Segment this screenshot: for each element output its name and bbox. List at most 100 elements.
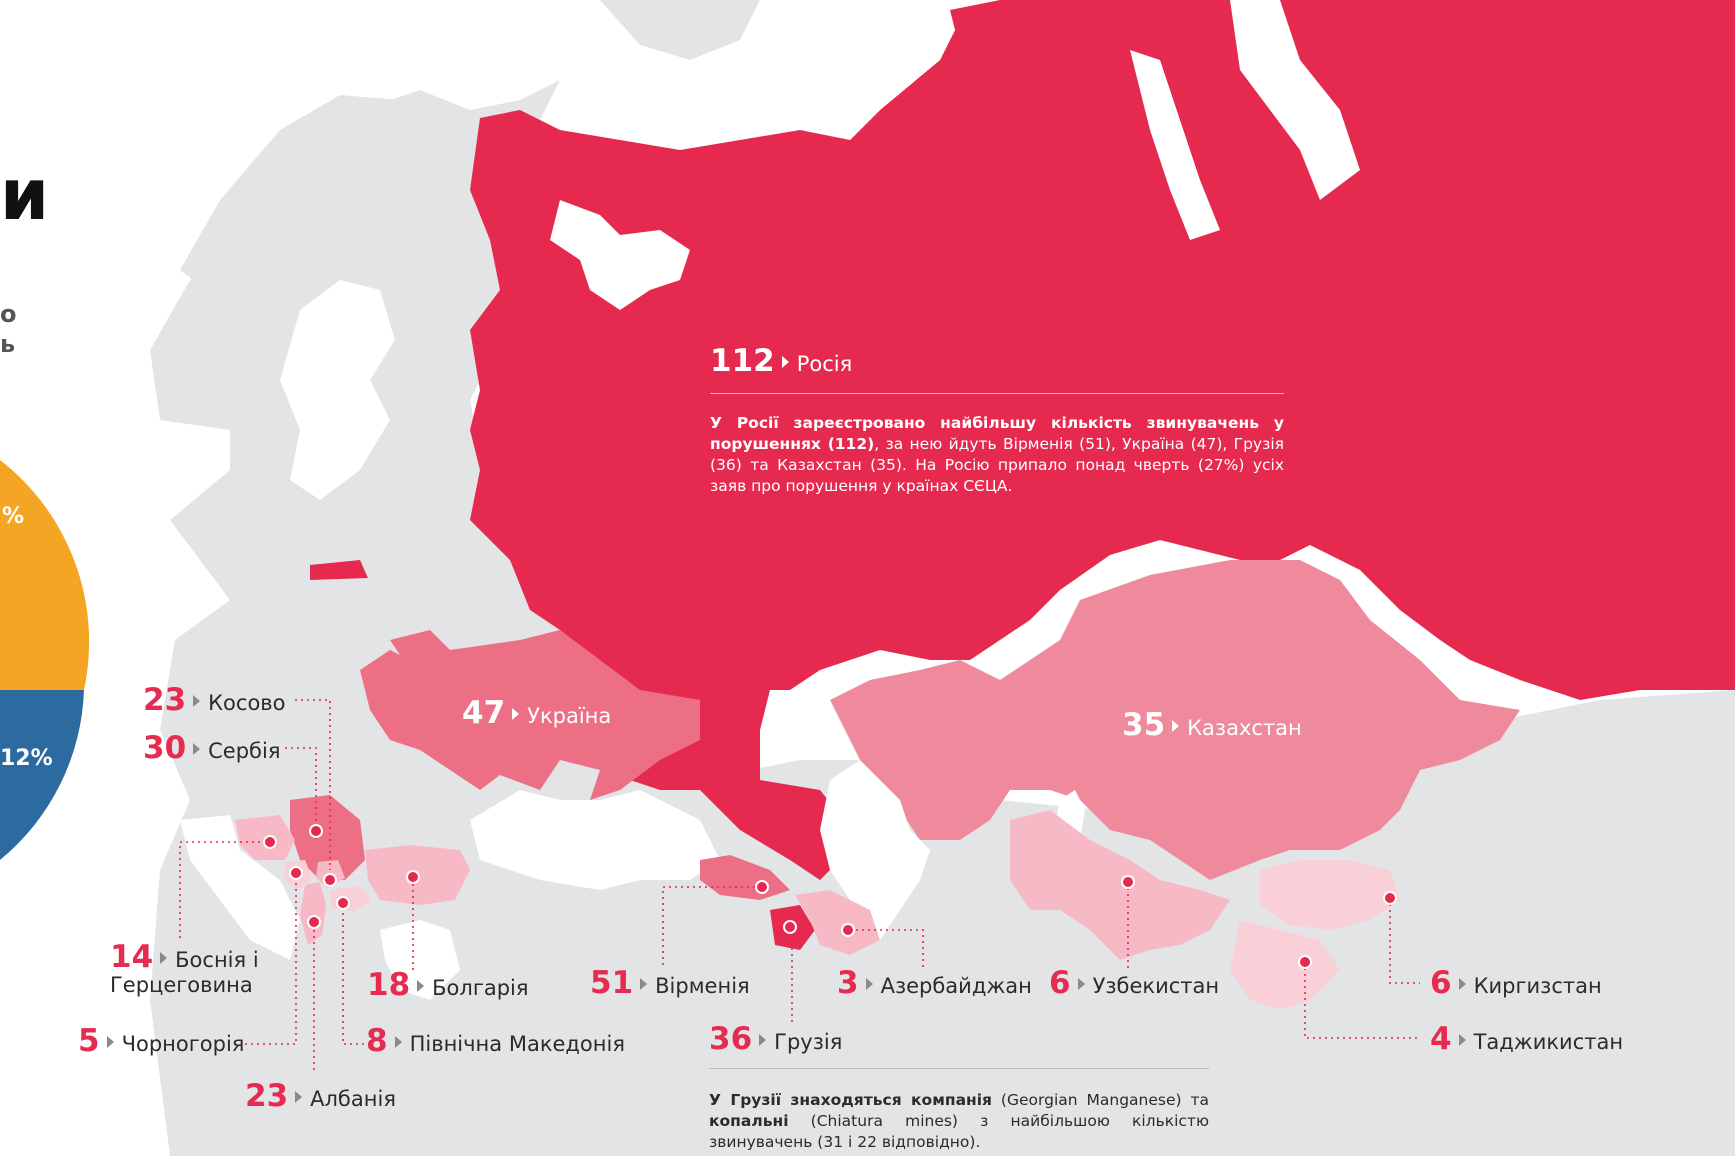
bulgaria-name: Болгарія xyxy=(432,976,529,1000)
georgia-name: Грузія xyxy=(774,1030,843,1054)
albania-name: Албанія xyxy=(310,1087,396,1111)
uzbekistan-name: Узбекистан xyxy=(1092,974,1220,998)
serbia-name: Сербія xyxy=(208,739,281,763)
leader-armenia xyxy=(662,886,760,965)
label-bulgaria: 18 Болгарія xyxy=(367,970,529,1001)
dot-bulgaria xyxy=(406,870,420,884)
label-armenia: 51 Вірменія xyxy=(590,968,750,999)
country-ukraine xyxy=(360,630,700,800)
pie-chart xyxy=(0,460,90,860)
leader-tajikistan xyxy=(1304,962,1420,1039)
country-russia xyxy=(470,0,1735,880)
black-sea xyxy=(470,790,720,890)
panel-title-fragment: и xyxy=(0,154,50,236)
armenia-name: Вірменія xyxy=(655,974,750,998)
triangle-icon xyxy=(160,952,168,964)
label-montenegro: 5 Чорногорія xyxy=(78,1026,244,1057)
label-ukraine: 47 Україна xyxy=(462,698,611,729)
triangle-icon xyxy=(1458,978,1466,990)
dot-macedonia xyxy=(336,896,350,910)
montenegro-count: 5 xyxy=(78,1023,100,1059)
russia-note: У Росії зареєстровано найбільшу кількіст… xyxy=(710,413,1284,497)
label-georgia: 36 Грузія xyxy=(709,1024,842,1055)
triangle-icon xyxy=(295,1091,303,1103)
caspian-sea xyxy=(820,760,930,940)
dot-albania xyxy=(307,915,321,929)
dot-azerbaijan xyxy=(841,923,855,937)
label-russia: 112 Росія xyxy=(710,346,852,377)
ukraine-count: 47 xyxy=(462,695,506,731)
adriatic-sea xyxy=(180,815,300,960)
label-azerbaijan: 3 Азербайджан xyxy=(837,968,1032,999)
dot-bosnia xyxy=(263,835,277,849)
albania-count: 23 xyxy=(245,1078,289,1114)
label-kyrgyzstan: 6 Киргизстан xyxy=(1430,968,1602,999)
triangle-icon xyxy=(1172,720,1180,732)
gulf-ob xyxy=(1130,50,1220,240)
white-sea xyxy=(550,200,690,310)
label-serbia: 30 Сербія xyxy=(143,733,280,764)
land-scandinavia xyxy=(180,95,440,440)
georgia-note-bold-1: У Грузії знаходяться компанія xyxy=(709,1091,993,1109)
leader-bosnia xyxy=(179,841,270,938)
leader-azerbaijan xyxy=(850,929,924,970)
kyrgyzstan-name: Киргизстан xyxy=(1473,974,1602,998)
baltic-sea xyxy=(280,280,395,500)
pie-label-orange: % xyxy=(2,504,25,529)
leader-montenegro xyxy=(245,875,297,1045)
dot-kosovo xyxy=(323,873,337,887)
triangle-icon xyxy=(417,980,425,992)
panel-subtitle-line2: ь xyxy=(0,330,16,358)
georgia-count: 36 xyxy=(709,1021,753,1057)
arctic-island xyxy=(950,0,1030,60)
bosnia-name-line1: Боснія і xyxy=(175,948,259,972)
georgia-note-rest-2: (Chiatura mines) з найбільшою кількістю … xyxy=(709,1111,1209,1151)
dot-tajikistan xyxy=(1298,955,1312,969)
pie-label-blue: 12% xyxy=(0,746,53,771)
kosovo-count: 23 xyxy=(143,682,187,718)
georgia-separator xyxy=(709,1068,1209,1069)
dot-kyrgyzstan xyxy=(1383,891,1397,905)
triangle-icon xyxy=(759,1034,767,1046)
label-uzbekistan: 6 Узбекистан xyxy=(1049,968,1219,999)
country-albania xyxy=(300,882,326,945)
bosnia-name-line2: Герцеговина xyxy=(110,973,253,997)
label-kazakhstan: 35 Казахстан xyxy=(1122,710,1302,741)
triangle-icon xyxy=(106,1036,114,1048)
russia-note-rest: , за нею йдуть Вірменія (51), Україна (4… xyxy=(710,434,1284,495)
armenia-count: 51 xyxy=(590,965,634,1001)
russia-separator xyxy=(710,393,1284,394)
arctic-sea xyxy=(840,0,1000,140)
georgia-note: У Грузії знаходяться компанія (Georgian … xyxy=(709,1090,1209,1153)
leader-lines xyxy=(179,699,1420,1070)
triangle-icon xyxy=(640,978,648,990)
azerbaijan-name: Азербайджан xyxy=(880,974,1032,998)
georgia-note-rest-1: (Georgian Manganese) та xyxy=(992,1091,1209,1109)
bulgaria-count: 18 xyxy=(367,967,411,1003)
leader-macedonia xyxy=(342,903,364,1045)
north-macedonia-name: Північна Македонія xyxy=(409,1032,625,1056)
kara-sea-inlet xyxy=(1230,0,1360,200)
triangle-icon xyxy=(1458,1034,1466,1046)
map-dots xyxy=(263,824,1397,969)
label-bosnia: 14 Боснія і Герцеговина xyxy=(110,942,259,996)
triangle-icon xyxy=(193,743,201,755)
country-kyrgyzstan xyxy=(1260,860,1400,930)
triangle-icon xyxy=(1077,978,1085,990)
triangle-icon xyxy=(781,356,789,368)
dot-uzbekistan xyxy=(1121,875,1135,889)
kosovo-name: Косово xyxy=(208,691,286,715)
kyrgyzstan-count: 6 xyxy=(1430,965,1452,1001)
uzbekistan-count: 6 xyxy=(1049,965,1071,1001)
north-macedonia-count: 8 xyxy=(366,1023,388,1059)
triangle-icon xyxy=(394,1036,402,1048)
russia-name: Росія xyxy=(796,352,853,376)
dot-georgia xyxy=(755,880,769,894)
country-tajikistan xyxy=(1230,920,1340,1010)
leader-kyrgyzstan xyxy=(1389,898,1420,984)
ukraine-name: Україна xyxy=(527,704,612,728)
azerbaijan-count: 3 xyxy=(837,965,859,1001)
russia-note-bold: У Росії зареєстровано найбільшу кількіст… xyxy=(710,414,1284,453)
dot-armenia xyxy=(783,920,797,934)
country-azerbaijan xyxy=(795,890,880,955)
